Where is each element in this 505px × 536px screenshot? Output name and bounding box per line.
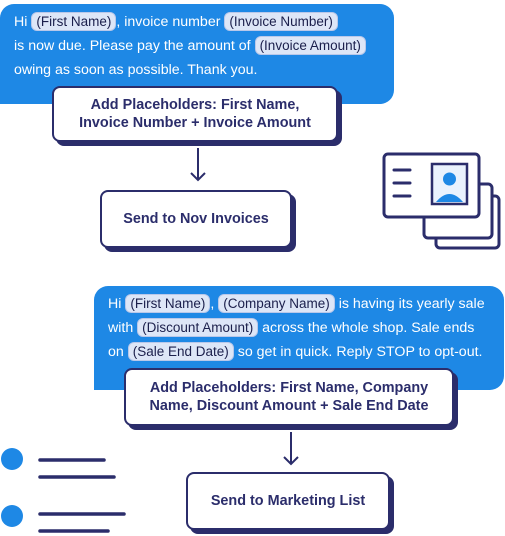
- invoice-message-line-3: owing as soon as possible. Thank you.: [14, 62, 258, 78]
- marketing-message-line-2: with (Discount Amount) across the whole …: [108, 316, 494, 340]
- arrow-down-icon: [190, 148, 206, 182]
- list-icon: [1, 448, 126, 533]
- id-card-icon: [382, 152, 501, 250]
- marketing-message-line-3: on (Sale End Date) so get in quick. Repl…: [108, 340, 494, 364]
- marketing-send-step[interactable]: Send to Marketing List: [186, 472, 390, 530]
- step-label: Send to Nov Invoices: [123, 211, 269, 227]
- text: Hi: [14, 14, 32, 30]
- invoice-add-placeholders-step[interactable]: Add Placeholders: First Name, Invoice Nu…: [52, 86, 338, 142]
- placeholder-discount-amount: (Discount Amount): [137, 318, 259, 337]
- text: with: [108, 320, 138, 336]
- step-label-line-2: Name, Discount Amount + Sale End Date: [149, 398, 429, 414]
- marketing-add-placeholders-step[interactable]: Add Placeholders: First Name, Company Na…: [124, 368, 454, 426]
- text: so get in quick. Reply STOP to opt-out.: [233, 344, 483, 360]
- placeholder-invoice-number: (Invoice Number): [224, 12, 338, 31]
- placeholder-first-name: (First Name): [125, 294, 211, 313]
- step-label-line-2: Invoice Number + Invoice Amount: [79, 115, 311, 131]
- invoice-message-line-2: is now due. Please pay the amount of (In…: [14, 34, 384, 58]
- text: across the whole shop. Sale ends: [258, 320, 475, 336]
- placeholder-first-name: (First Name): [31, 12, 117, 31]
- text: is now due. Please pay the amount of: [14, 38, 255, 54]
- step-label-line-1: Add Placeholders: First Name, Company: [149, 380, 429, 396]
- arrow-down-icon: [283, 432, 299, 466]
- text: Hi: [108, 296, 126, 312]
- step-label: Send to Marketing List: [210, 493, 366, 509]
- text: ,: [210, 296, 219, 312]
- step-label-line-1: Add Placeholders: First Name,: [90, 97, 300, 113]
- text: , invoice number: [116, 14, 225, 30]
- placeholder-sale-end-date: (Sale End Date): [127, 342, 234, 361]
- text: is having its yearly sale: [334, 296, 485, 312]
- invoice-send-step[interactable]: Send to Nov Invoices: [100, 190, 292, 248]
- invoice-message-line-1: Hi (First Name), invoice number (Invoice…: [14, 10, 384, 34]
- placeholder-company-name: (Company Name): [218, 294, 335, 313]
- placeholder-invoice-amount: (Invoice Amount): [254, 36, 366, 55]
- marketing-message-line-1: Hi (First Name), (Company Name) is havin…: [108, 292, 494, 316]
- text: on: [108, 344, 128, 360]
